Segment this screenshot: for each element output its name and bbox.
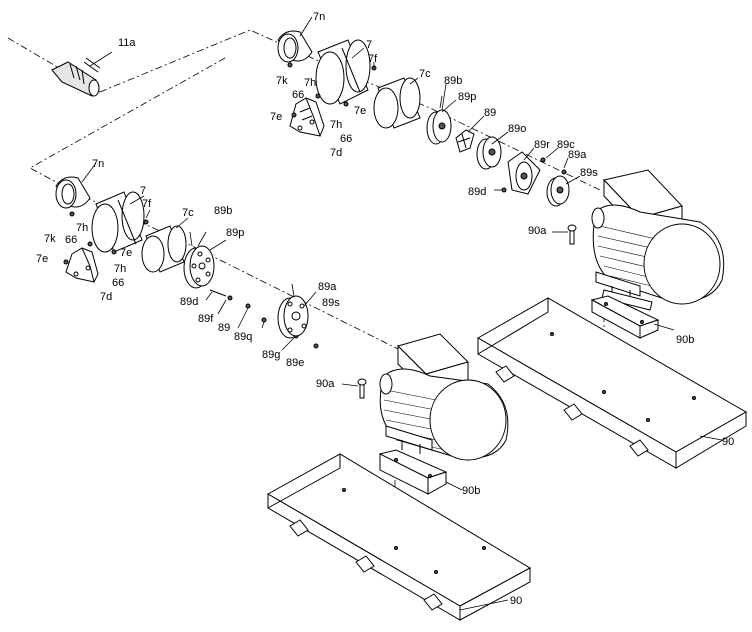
label-90b: 90b [462, 485, 480, 497]
label-7f: 7f [142, 198, 152, 210]
elastic-spider-89 [455, 129, 475, 153]
bolt-90a-lower [357, 378, 367, 399]
washer-89e [313, 343, 319, 349]
bolt-89d [209, 289, 227, 297]
label-89a: 89a [318, 281, 337, 293]
label-90a: 90a [316, 378, 335, 390]
leader-lines [81, 16, 723, 611]
label-7: 7 [366, 39, 372, 51]
label-7h: 7h [330, 119, 342, 131]
label-89b: 89b [214, 205, 232, 217]
label-66: 66 [112, 277, 124, 289]
label-89b: 89b [444, 75, 462, 87]
nut-89f [227, 295, 233, 301]
flange-89s-lower [277, 283, 309, 339]
pedestal-90b-right [590, 295, 660, 339]
label-7k: 7k [276, 75, 288, 87]
label-7c: 7c [182, 207, 194, 219]
washer-89 [245, 303, 251, 309]
label-7f: 7f [368, 53, 378, 65]
label-66: 66 [292, 89, 304, 101]
label-89d: 89d [180, 296, 198, 308]
screw-7h-lower [87, 241, 93, 247]
label-89e: 89e [286, 357, 304, 369]
label-89q: 89q [234, 331, 252, 343]
label-7n: 7n [92, 158, 104, 170]
coupling-hub-89o [476, 136, 502, 170]
label-7e: 7e [36, 253, 48, 265]
lower-coupling-assembly [55, 176, 319, 349]
sleeve-7c-lower [141, 225, 187, 273]
guard-cylinder-7 [315, 39, 371, 105]
screw-7h [315, 93, 321, 99]
label-7: 7 [140, 185, 146, 197]
label-89s: 89s [580, 167, 598, 179]
label-89r: 89r [534, 139, 550, 151]
electric-motor-right [591, 169, 725, 311]
label-89p: 89p [226, 227, 244, 239]
label-7k: 7k [44, 233, 56, 245]
screw-7e-b [343, 101, 349, 107]
label-7n: 7n [313, 11, 325, 23]
sleeve-7c [373, 77, 421, 129]
flange-89s [540, 157, 570, 207]
label-7h: 7h [114, 263, 126, 275]
label-90: 90 [510, 595, 522, 607]
label-89: 89 [484, 107, 496, 119]
label-7h: 7h [304, 77, 316, 89]
label-89d: 89d [468, 186, 486, 198]
coupling-hub-89p [426, 95, 452, 145]
electric-motor-lower [379, 333, 509, 461]
pedestal-90b-lower [378, 449, 448, 495]
screw-7e [291, 112, 297, 118]
base-plate-90-right [476, 297, 748, 469]
label-7e: 7e [270, 111, 282, 123]
label-89s: 89s [322, 297, 340, 309]
flange-89r [501, 151, 541, 195]
callout-labels: 11a 7n 7 7f 7c 7k 7h 66 7e 7e 7h 66 7d 8… [36, 11, 734, 607]
label-89p: 89p [458, 91, 476, 103]
coupling-cover-7n [277, 30, 313, 63]
coupling-cover-7n-lower [55, 176, 91, 209]
coupling-disc-89p-lower [183, 231, 215, 289]
label-89o: 89o [508, 123, 526, 135]
upper-coupling-assembly [277, 30, 570, 207]
bracket-7d-lower [65, 247, 99, 283]
label-11a: 11a [118, 37, 136, 49]
base-plate-90-lower [266, 453, 532, 621]
guard-cylinder-7-lower [91, 191, 145, 253]
screw-7k-lower [69, 211, 75, 217]
screw-7e-lower-b [111, 249, 117, 255]
label-7d: 7d [100, 291, 112, 303]
screw-7k [287, 62, 293, 68]
label-89g: 89g [262, 349, 280, 361]
label-7h: 7h [76, 222, 88, 234]
hose-fitting-11a [51, 51, 113, 97]
label-7d: 7d [330, 147, 342, 159]
label-7e: 7e [354, 105, 366, 117]
label-89f: 89f [198, 313, 214, 325]
bolt-90a-right [567, 224, 577, 245]
label-90: 90 [722, 436, 734, 448]
bracket-7d [289, 97, 325, 137]
label-89a: 89a [568, 149, 587, 161]
label-66: 66 [65, 234, 77, 246]
label-89c: 89c [557, 139, 575, 151]
washer-89q [261, 317, 267, 323]
label-66: 66 [340, 133, 352, 145]
label-89: 89 [218, 322, 230, 334]
label-7c: 7c [419, 68, 431, 80]
screw-7e-lower [63, 259, 69, 265]
label-90a: 90a [528, 225, 547, 237]
label-90b: 90b [676, 334, 694, 346]
screw-7f-lower [143, 219, 149, 225]
label-7e: 7e [120, 247, 132, 259]
